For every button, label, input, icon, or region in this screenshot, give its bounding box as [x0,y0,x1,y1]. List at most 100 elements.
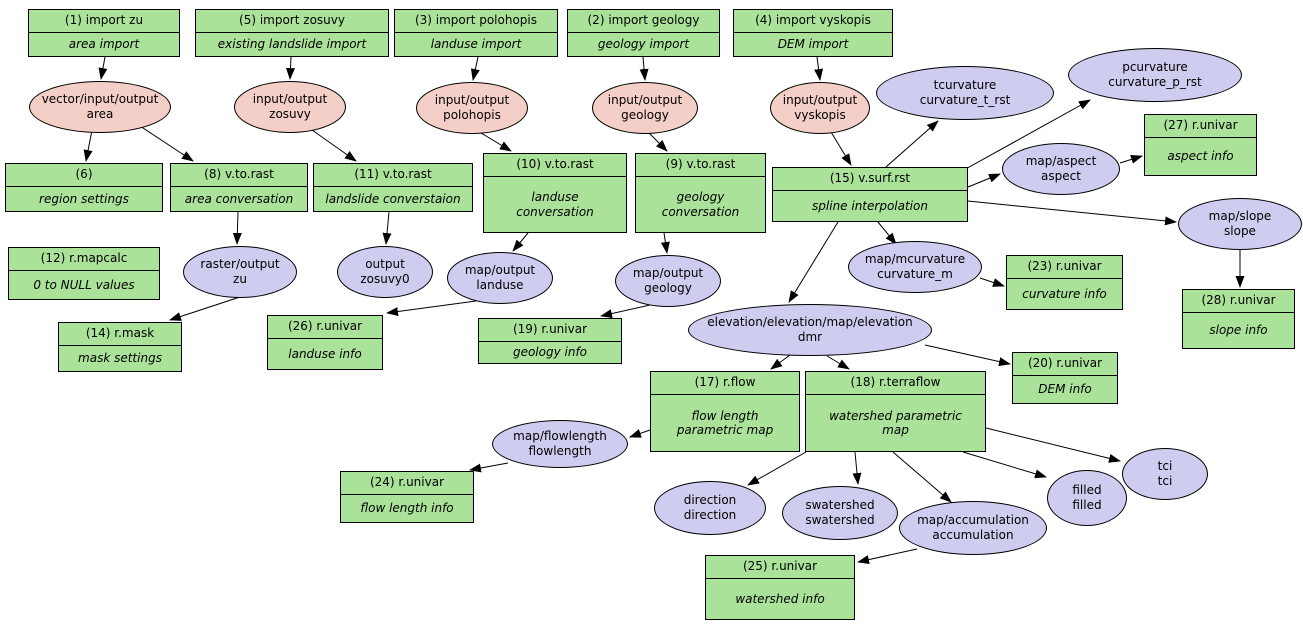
module-subtitle: watershed info [735,591,825,606]
module-title: (14) r.mask [59,323,181,346]
data-label: tcurvature curvature_t_rst [919,78,1011,107]
module-subtitle: 0 to NULL values [33,277,135,292]
module-title: (28) r.univar [1183,290,1294,313]
data-accumulation[interactable]: map/accumulation accumulation [899,501,1047,555]
module-title: (18) r.terraflow [806,372,985,395]
module-subtitle: landuse import [430,37,522,52]
module-title: (12) r.mapcalc [9,248,159,271]
data-label: map/aspect aspect [1025,154,1097,183]
data-geology-out[interactable]: map/output geology [615,255,721,307]
data-label: map/slope slope [1208,209,1272,238]
data-zosuvy[interactable]: input/output zosuvy [234,81,346,133]
data-vyskopis[interactable]: input/output vyskopis [770,82,870,134]
module-subtitle: spline interpolation [812,198,928,213]
data-label: input/output polohopis [434,93,510,122]
data-direction[interactable]: direction direction [654,481,766,535]
data-label: map/accumulation accumulation [917,513,1029,542]
edge-m18-r-terraflow-to-accumulation [892,451,952,503]
edge-m15-v-surf-rst-to-aspect [967,173,1001,188]
module-title: (20) r.univar [1013,353,1117,376]
module-title: (9) v.to.rast [636,154,765,177]
edge-accumulation-to-m25-r-univar [857,548,918,565]
module-subtitle: slope info [1209,323,1268,338]
data-label: map/flowlength flowlength [513,429,607,458]
module-m3-import-polohopis[interactable]: (3) import polohopis landuse import [394,9,558,57]
edge-curvature-m-to-m23-r-univar [979,277,1005,287]
module-m6-region[interactable]: (6)region settings [5,163,163,212]
data-label: pcurvature curvature_p_rst [1108,60,1202,89]
data-polohopis[interactable]: input/output polohopis [416,82,528,134]
data-label: tci tci [1157,459,1173,488]
module-m28-r-univar[interactable]: (28) r.univar slope info [1182,289,1295,349]
edge-m10-v-to-rast-to-landuse [512,232,529,252]
edge-m17-r-flow-to-flowlength [629,429,651,438]
data-area[interactable]: vector/input/output area [29,81,171,133]
data-swatershed[interactable]: swatershed swatershed [782,486,898,540]
module-title: (1) import zu [29,10,179,33]
edge-m15-v-surf-rst-to-dmr [788,221,839,303]
module-m1-import-zu[interactable]: (1) import zu area import [28,9,180,57]
data-flowlength[interactable]: map/flowlength flowlength [492,420,628,468]
edge-m15-v-surf-rst-to-slope [967,200,1177,226]
edge-zosuvy-to-m11-v-to-rast [311,129,357,162]
module-m12-r-mapcalc[interactable]: (12) r.mapcalc 0 to NULL values [8,247,160,300]
data-geology-in[interactable]: input/output geology [592,82,698,134]
data-aspect[interactable]: map/aspect aspect [1002,143,1120,195]
edge-polohopis-to-m10-v-to-rast [480,132,512,152]
data-curvature-p-rst[interactable]: pcurvature curvature_p_rst [1068,48,1242,102]
edge-zu-to-m14-r-mask [169,295,244,321]
module-title: (23) r.univar [1007,256,1122,279]
module-title: (5) import zosuvy [196,10,388,33]
data-filled[interactable]: filled filled [1047,470,1127,526]
data-curvature-m[interactable]: map/mcurvature curvature_m [848,241,982,293]
module-title: (3) import polohopis [395,10,557,33]
module-subtitle: geology info [512,345,588,360]
edge-geology-in-to-m9-v-to-rast [648,132,668,152]
module-subtitle: watershed parametric map [829,408,962,437]
edge-m18-r-terraflow-to-direction [747,451,807,486]
data-slope[interactable]: map/slope slope [1178,198,1302,250]
module-m19-r-univar[interactable]: (19) r.univar geology info [478,318,622,364]
module-subtitle: landuse conversation [516,190,594,219]
data-label: swatershed swatershed [805,498,875,527]
data-curvature-t-rst[interactable]: tcurvature curvature_t_rst [876,66,1054,120]
data-label: raster/output zu [200,257,280,286]
module-subtitle: area import [68,37,140,52]
module-title: (27) r.univar [1145,115,1256,138]
module-subtitle: existing landslide import [217,37,367,52]
module-subtitle: mask settings [78,351,162,366]
edge-m15-v-surf-rst-to-curvature-m [877,221,897,245]
edge-m9-v-to-rast-to-geology-out [660,232,670,254]
data-zu[interactable]: raster/output zu [183,246,297,298]
module-subtitle: DEM import [777,37,849,52]
module-title: (8) v.to.rast [171,164,307,187]
data-landuse[interactable]: map/output landuse [447,252,553,304]
module-m18-r-terraflow[interactable]: (18) r.terraflow watershed parametric map [805,371,986,452]
edge-area-to-m6-region [83,129,93,162]
edge-m5-import-zosuvy-to-zosuvy [286,56,295,80]
module-m5-import-zosuvy[interactable]: (5) import zosuvy existing landslide impo… [195,9,389,57]
module-m14-r-mask[interactable]: (14) r.mask mask settings [58,322,182,372]
module-subtitle: landslide converstaion [325,191,461,206]
edge-geology-out-to-m19-r-univar [600,304,651,318]
data-tci[interactable]: tci tci [1122,448,1208,500]
data-dmr[interactable]: elevation/elevation/map/elevation dmr [688,304,932,356]
data-label: input/output zosuvy [252,92,328,121]
module-title: (19) r.univar [479,319,621,342]
data-zosuvy0[interactable]: output zosuvy0 [337,246,433,298]
